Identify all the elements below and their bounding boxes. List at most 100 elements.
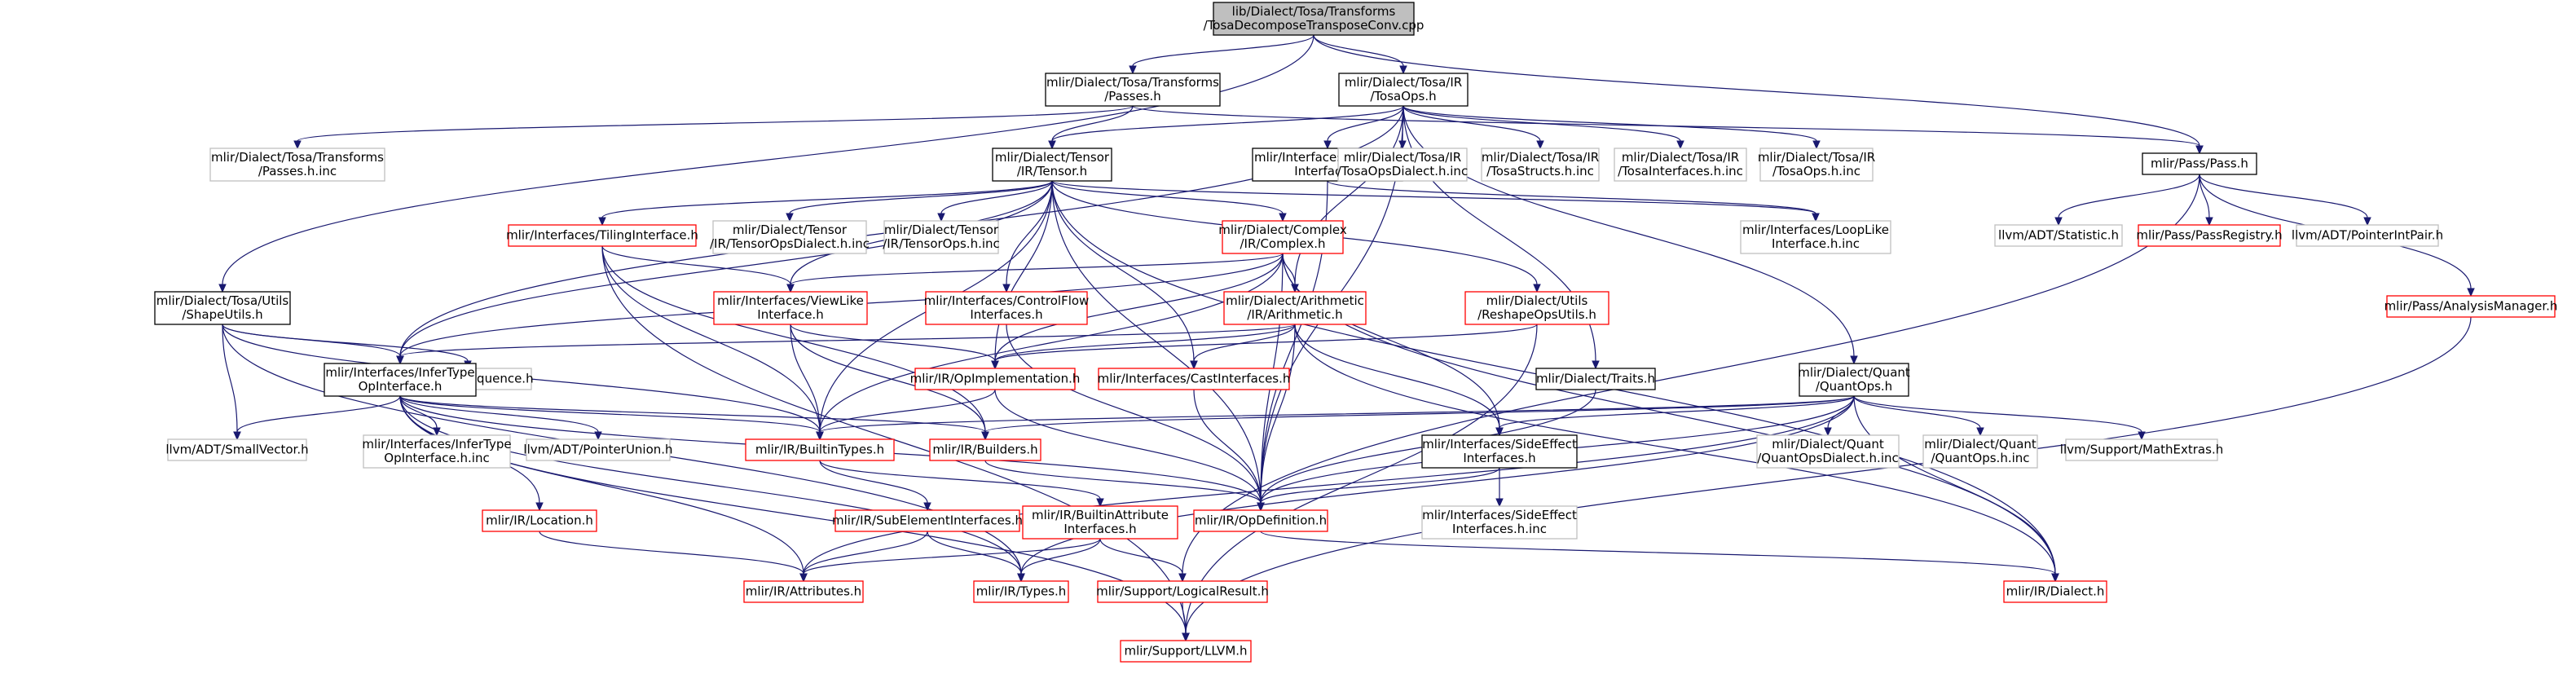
node-opimpl-h[interactable]: mlir/IR/OpImplementation.h [910, 368, 1081, 390]
node-quantops-h[interactable]: mlir/Dialect/Quant/QuantOps.h [1798, 363, 1910, 397]
node-tosaops-inc[interactable]: mlir/Dialect/Tosa/IR/TosaOps.h.inc [1758, 148, 1875, 182]
node-llvm-h[interactable]: mlir/Support/LLVM.h [1120, 640, 1252, 663]
edge-opdefinition_h-to-dialect_h [1260, 531, 2059, 583]
edge-quantops_h-to-quantops_inc [1853, 395, 1984, 437]
node-label-line: Interfaces.h [1463, 451, 1535, 465]
node-tosastructs-inc[interactable]: mlir/Dialect/Tosa/IR/TosaStructs.h.inc [1481, 148, 1600, 182]
node-pointerintpair-h[interactable]: llvm/ADT/PointerIntPair.h [2292, 224, 2443, 247]
edge-looplike_h-to-looplike_inc [1327, 180, 1820, 222]
node-dialect-h[interactable]: mlir/IR/Dialect.h [2003, 580, 2107, 603]
node-box [745, 438, 895, 461]
node-label-line: mlir/Interfaces/InferType [325, 365, 474, 380]
node-box [914, 368, 1076, 390]
node-opdefinition-h[interactable]: mlir/IR/OpDefinition.h [1193, 509, 1328, 532]
edge-tensor_h-to-looplike_inc [1051, 180, 1820, 222]
node-box [1421, 505, 1578, 540]
node-builders-h[interactable]: mlir/IR/Builders.h [929, 438, 1041, 461]
node-box [1338, 73, 1469, 107]
edge-location_h-to-attributes_h [539, 531, 808, 583]
edge-passes_h-to-pass_h [1132, 105, 2204, 155]
node-box [1421, 434, 1578, 469]
node-label-line: mlir/IR/Types.h [976, 584, 1067, 599]
node-tiling-h[interactable]: mlir/Interfaces/TilingInterface.h [506, 224, 698, 247]
node-box [992, 148, 1112, 182]
node-root[interactable]: lib/Dialect/Tosa/Transforms/TosaDecompos… [1204, 2, 1425, 36]
node-box [1535, 368, 1656, 390]
edge-tosaops_h-to-tensor_h [1048, 105, 1404, 150]
node-reshapeops-h[interactable]: mlir/Dialect/Utils/ReshapeOpsUtils.h [1464, 291, 1609, 325]
node-label-line: /TosaInterfaces.h.inc [1618, 164, 1743, 178]
edge-tosaops_h-to-traits_h [1402, 105, 1600, 370]
edge-builtintypes_h-to-subelement_h [819, 460, 931, 512]
node-passes-inc[interactable]: mlir/Dialect/Tosa/Transforms/Passes.h.in… [209, 148, 385, 182]
node-quantops-inc[interactable]: mlir/Dialect/Quant/QuantOps.h.inc [1922, 434, 2038, 469]
node-label-line: mlir/Interfaces/InferType [362, 437, 511, 452]
node-label-line: mlir/Pass/Pass.h [2151, 156, 2248, 171]
edge-tosaops_h-to-tosastructs_inc [1402, 105, 1544, 150]
node-box [1223, 291, 1367, 325]
node-passes-h[interactable]: mlir/Dialect/Tosa/Transforms/Passes.h [1045, 73, 1221, 107]
node-shapeutils-h[interactable]: mlir/Dialect/Tosa/Utils/ShapeUtils.h [154, 291, 291, 325]
node-subelement-h[interactable]: mlir/IR/SubElementInterfaces.h [832, 509, 1023, 532]
edge-arith_h-to-infertype_h [396, 324, 1296, 365]
node-statistic-h[interactable]: llvm/ADT/Statistic.h [1994, 224, 2123, 247]
node-tensoropsdialect-inc[interactable]: mlir/Dialect/Tensor/IR/TensorOpsDialect.… [710, 220, 870, 254]
edge-tensor_h-to-tiling_h [598, 180, 1053, 227]
node-label-line: /IR/Complex.h [1240, 236, 1325, 251]
edge-quantops_h-to-builders_h [981, 395, 1855, 441]
node-pass-h[interactable]: mlir/Pass/Pass.h [2142, 152, 2257, 175]
node-location-h[interactable]: mlir/IR/Location.h [482, 509, 597, 532]
node-smallvector-h[interactable]: llvm/ADT/SmallVector.h [165, 438, 309, 461]
node-tosainterfaces-inc[interactable]: mlir/Dialect/Tosa/IR/TosaInterfaces.h.in… [1614, 148, 1747, 182]
node-label-line: Interface.h.inc [1772, 236, 1860, 251]
edge-infertype_h-to-builtintypes_h [399, 395, 824, 441]
node-box [1759, 148, 1874, 182]
node-label-line: /IR/TensorOps.h.inc [883, 236, 1000, 251]
edge-pass_h-to-pointerintpair_h [2199, 174, 2371, 227]
node-tosaops-h[interactable]: mlir/Dialect/Tosa/IR/TosaOps.h [1338, 73, 1469, 107]
edge-builtinattr_h-to-attributes_h [799, 538, 1101, 583]
node-attributes-h[interactable]: mlir/IR/Attributes.h [743, 580, 864, 603]
node-traits-h[interactable]: mlir/Dialect/Traits.h [1535, 368, 1656, 390]
node-arith-h[interactable]: mlir/Dialect/Arithmetic/IR/Arithmetic.h [1223, 291, 1367, 325]
node-box [1481, 148, 1600, 182]
node-tensor-h[interactable]: mlir/Dialect/Tensor/IR/Tensor.h [992, 148, 1112, 182]
node-label-line: /IR/TensorOpsDialect.h.inc [710, 236, 870, 251]
node-box [1994, 224, 2123, 247]
node-mathextras-h[interactable]: llvm/Support/MathExtras.h [2060, 438, 2223, 461]
node-label-line: /QuantOpsDialect.h.inc [1757, 451, 1899, 465]
edge-tiling_h-to-builders_h [601, 245, 989, 441]
node-box [1045, 73, 1221, 107]
graph-edges [218, 34, 2475, 642]
node-tosaopsdialect-inc[interactable]: mlir/Dialect/Tosa/IR/TosaOpsDialect.h.in… [1337, 148, 1468, 182]
node-builtintypes-h[interactable]: mlir/IR/BuiltinTypes.h [745, 438, 895, 461]
node-label-line: /TosaOps.h [1370, 89, 1436, 104]
node-label-line: mlir/Interfaces/ControlFlow [924, 293, 1090, 308]
node-types-h[interactable]: mlir/IR/Types.h [973, 580, 1069, 603]
node-cast-h[interactable]: mlir/Interfaces/CastInterfaces.h [1098, 368, 1291, 390]
node-infertype-inc[interactable]: mlir/Interfaces/InferTypeOpInterface.h.i… [362, 434, 512, 469]
edge-tosaops_h-to-looplike_h [1323, 105, 1404, 150]
node-complex-h[interactable]: mlir/Dialect/Complex/IR/Complex.h [1218, 220, 1347, 254]
node-label-line: /ReshapeOpsUtils.h [1477, 307, 1596, 322]
node-sideeffect-inc[interactable]: mlir/Interfaces/SideEffectInterfaces.h.i… [1421, 505, 1578, 540]
edge-tosaops_h-to-tosaops_inc [1402, 105, 1821, 150]
node-passregistry-h[interactable]: mlir/Pass/PassRegistry.h [2136, 224, 2283, 247]
node-pointerunion-h[interactable]: llvm/ADT/PointerUnion.h [523, 438, 673, 461]
node-label-line: mlir/Pass/AnalysisManager.h [2384, 299, 2558, 314]
node-analysismanager-h[interactable]: mlir/Pass/AnalysisManager.h [2384, 295, 2558, 318]
node-label-line: /Passes.h [1104, 89, 1161, 104]
node-quantopsdialect-inc[interactable]: mlir/Dialect/Quant/QuantOpsDialect.h.inc [1756, 434, 1900, 469]
node-label-line: mlir/Dialect/Quant [1798, 365, 1910, 380]
node-label-line: mlir/Dialect/Tensor [995, 150, 1110, 165]
node-logicalresult-h[interactable]: mlir/Support/LogicalResult.h [1096, 580, 1269, 603]
node-tensorops-inc[interactable]: mlir/Dialect/Tensor/IR/TensorOps.h.inc [883, 220, 1000, 254]
node-label-line: mlir/Pass/PassRegistry.h [2136, 228, 2282, 243]
node-label-line: llvm/ADT/Statistic.h [1998, 228, 2119, 243]
